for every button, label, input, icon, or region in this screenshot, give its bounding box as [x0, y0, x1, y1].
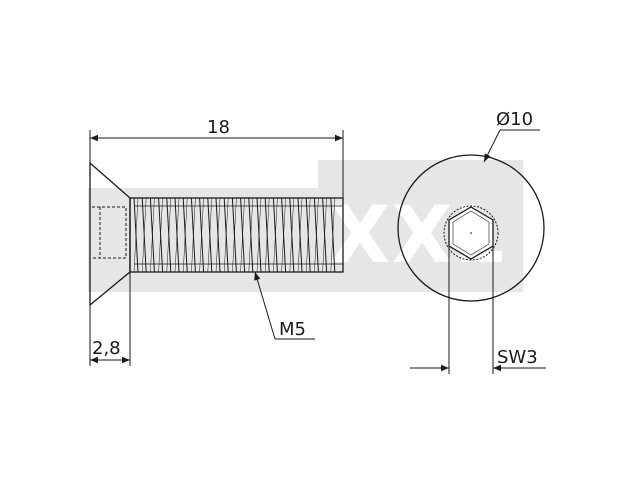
screw-top-view [397, 154, 545, 302]
thread-flank-back [240, 197, 245, 273]
head-outline [397, 154, 545, 302]
head-height-label: 2,8 [92, 338, 121, 359]
thread-lines [133, 197, 336, 273]
socket-bore [443, 205, 499, 261]
thread-flank-back [297, 197, 303, 273]
leader-line-diameter [483, 129, 501, 163]
thread-flank-back [182, 197, 188, 273]
thread-flank-back [322, 197, 327, 273]
thread-label: M5 [279, 319, 306, 340]
dimension-length [89, 130, 344, 198]
thread-flank-back [273, 197, 278, 273]
thread-flank-back [166, 197, 172, 273]
thread-flank-back [232, 197, 237, 273]
thread-leader [254, 271, 315, 340]
thread-flank-back [256, 197, 262, 273]
thread-flank-back [158, 197, 163, 273]
thread-flank-back [281, 197, 286, 273]
thread-flank-back [264, 197, 270, 273]
thread-flank-back [330, 197, 336, 273]
thread-flank-back [141, 197, 147, 273]
thread-flank-back [133, 197, 139, 273]
length-label: 18 [207, 117, 230, 138]
thread-flank-back [207, 197, 213, 273]
leader-line-thread [254, 271, 276, 340]
hex-socket-inner [452, 210, 490, 256]
thread-flank-back [150, 197, 155, 273]
thread-flank-back [191, 197, 196, 273]
thread-flank-back [215, 197, 221, 273]
thread-flank-back [248, 197, 254, 273]
dimension-head-height [89, 272, 131, 366]
wrench-size-label: SW3 [497, 347, 538, 368]
diameter-label: Ø10 [496, 109, 533, 130]
thread-flank-back [314, 197, 319, 273]
thread-flank-back [199, 197, 204, 273]
diameter-leader [483, 129, 540, 163]
thread-flank-back [289, 197, 295, 273]
screw-shank [129, 197, 344, 273]
thread-flank-back [305, 197, 311, 273]
thread-flank-back [174, 197, 180, 273]
dimension-wrench-size [410, 246, 546, 374]
socket-recess-hidden [92, 206, 127, 259]
thread-flank-back [223, 197, 229, 273]
screw-side-view [89, 161, 344, 307]
